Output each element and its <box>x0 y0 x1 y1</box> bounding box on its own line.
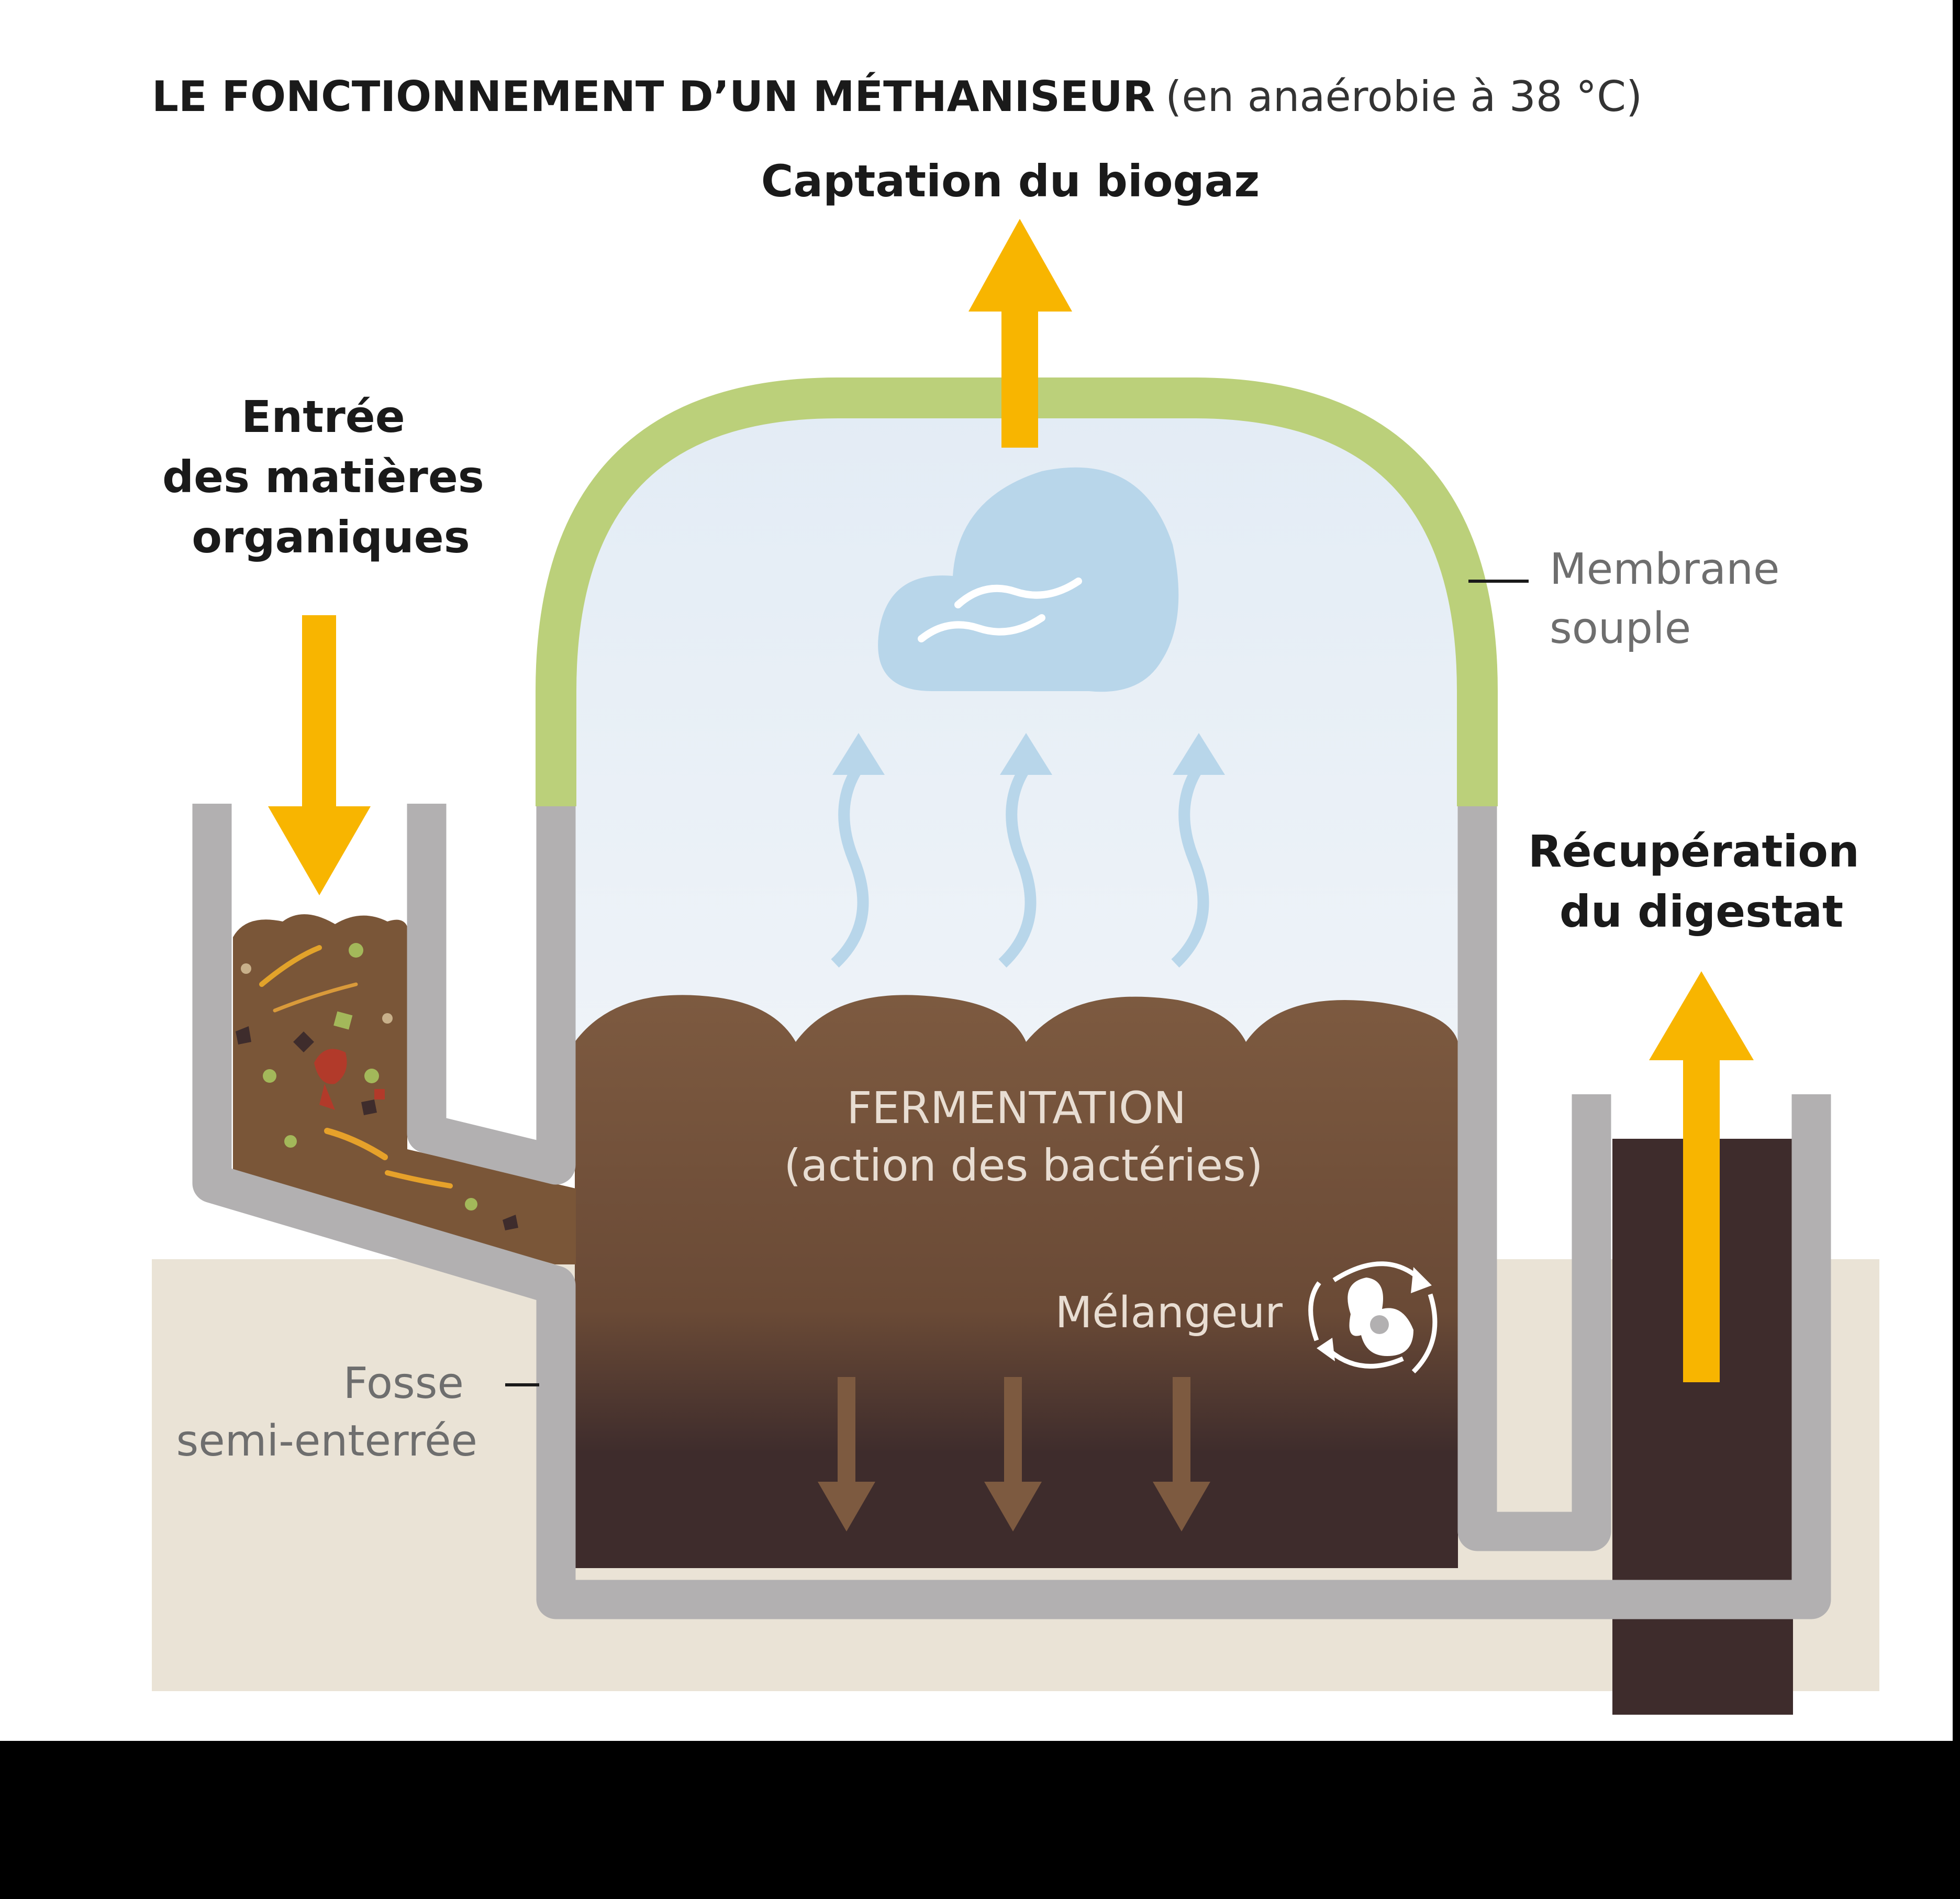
organic-debris <box>236 943 518 1230</box>
label-fermentation: FERMENTATION (action des bactéries) <box>784 1082 1263 1191</box>
mixer-rotation-icon <box>1308 1261 1438 1374</box>
label-fosse: Fosse semi-enterrée <box>176 1359 477 1466</box>
label-membrane-line-1: Membrane <box>1550 545 1780 594</box>
label-captation: Captation du biogaz <box>761 156 1260 207</box>
rising-gas-arrows <box>831 763 1209 968</box>
label-entree-line-3: organiques <box>192 512 470 563</box>
label-entree-line-2: des matières <box>162 451 484 503</box>
biogas-cloud-icon <box>878 467 1179 692</box>
label-melangeur: Mélangeur <box>1055 1288 1283 1338</box>
title-sub-text: (en anaérobie à 38 °C) <box>1165 72 1642 121</box>
label-recuperation: Récupération du digestat <box>1528 826 1875 937</box>
gas-space <box>555 408 1476 1042</box>
label-entree-line-1: Entrée <box>241 391 405 442</box>
title-main: LE FONCTIONNEMENT D’UN MÉTHANISEUR(en an… <box>152 72 1642 121</box>
label-fermentation-line-1: FERMENTATION <box>847 1082 1186 1134</box>
label-recuperation-line-2: du digestat <box>1560 886 1843 937</box>
label-membrane: Membrane souple <box>1550 545 1794 653</box>
rising-gas-arrowheads <box>832 733 1225 775</box>
label-fosse-line-1: Fosse <box>343 1359 464 1408</box>
label-recuperation-line-1: Récupération <box>1528 826 1859 877</box>
label-membrane-line-2: souple <box>1550 604 1691 653</box>
label-entree: Entrée des matières organiques <box>162 391 499 563</box>
arrow-biogas-up <box>968 219 1072 448</box>
arrow-digestate-up <box>1649 971 1754 1382</box>
settling-arrows <box>818 1377 1210 1531</box>
title-main-text: LE FONCTIONNEMENT D’UN MÉTHANISEUR <box>152 72 1155 121</box>
tank-walls <box>192 804 1831 1619</box>
arrow-inlet-down <box>268 615 371 895</box>
label-fosse-line-2: semi-enterrée <box>176 1416 477 1466</box>
label-fermentation-line-2: (action des bactéries) <box>784 1140 1263 1191</box>
inlet-matter <box>233 914 576 1264</box>
digestate <box>575 995 1458 1568</box>
